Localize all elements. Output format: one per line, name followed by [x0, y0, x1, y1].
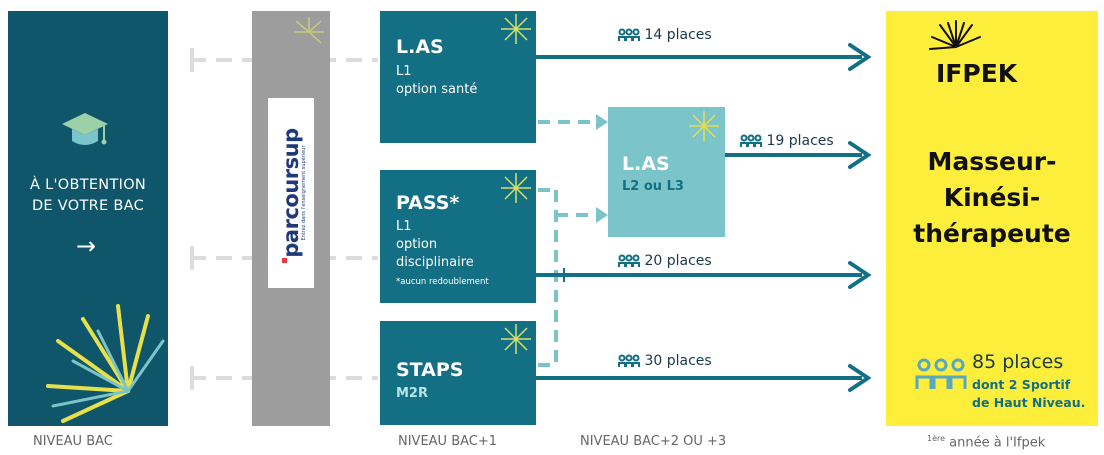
ifpek-detail-1: dont 2 Sportif	[972, 377, 1071, 392]
pass-title: PASS*	[396, 192, 460, 214]
flow-pass-label: 20 places	[618, 253, 712, 269]
ifpek-places: 85 places	[972, 351, 1064, 373]
label-ifpek-year: 1ère année à l'Ifpek	[927, 434, 1045, 450]
staps-title: STAPS	[396, 359, 464, 381]
pass-level: L1	[396, 219, 412, 234]
label-ifpek-year-text: année à l'Ifpek	[945, 435, 1046, 451]
pass-note: *aucun redoublement	[396, 277, 489, 287]
flow-staps-label: 30 places	[618, 353, 712, 369]
las-l2-level: L2 ou L3	[622, 179, 684, 194]
las-l2-box: L.AS L2 ou L3	[608, 107, 725, 237]
bac-heading: À L'OBTENTION DE VOTRE BAC	[8, 175, 168, 217]
ifpek-title-1: Masseur-	[927, 147, 1057, 176]
parcoursup-dot	[282, 258, 287, 263]
las-l1-option: option santé	[396, 82, 478, 97]
ifpek-detail-2: de Haut Niveau.	[972, 395, 1086, 410]
parcoursup-logo: parcoursup Entrez dans l'enseignement su…	[268, 98, 314, 288]
flow-pass-places: 20 places	[644, 253, 712, 269]
label-niveau-bac: NIVEAU BAC	[33, 434, 113, 449]
flow-las-places: 14 places	[644, 27, 712, 43]
people-icon	[618, 28, 640, 41]
sunburst-small-icon	[501, 14, 531, 44]
arrow-right-icon: →	[76, 232, 97, 260]
sunburst-icon	[46, 304, 165, 423]
staps-level: M2R	[396, 386, 428, 401]
label-niveau-bac23: NIVEAU BAC+2 OU +3	[580, 434, 727, 449]
flow-las2-label: 19 places	[740, 133, 834, 149]
sunburst-small-icon	[689, 111, 719, 141]
sunburst-small-icon	[501, 324, 531, 354]
sunburst-small-icon	[501, 173, 531, 203]
label-niveau-bac1: NIVEAU BAC+1	[398, 434, 498, 449]
las-l1-level: L1	[396, 64, 412, 79]
people-icon	[915, 358, 967, 389]
people-icon	[618, 254, 640, 267]
label-ifpek-year-sup: 1ère	[927, 434, 946, 443]
people-icon	[618, 354, 640, 367]
ifpek-title-2: Kinési-	[943, 183, 1041, 212]
flow-las2-places: 19 places	[766, 133, 834, 149]
las-l1-title: L.AS	[396, 36, 444, 58]
staps-box: STAPS M2R	[380, 321, 536, 425]
bac-panel: À L'OBTENTION DE VOTRE BAC →	[8, 11, 168, 426]
people-icon	[740, 134, 762, 147]
sunburst-small-icon	[294, 17, 324, 44]
ifpek-title: Masseur- Kinési- thérapeute	[886, 144, 1098, 252]
bac-line-1: À L'OBTENTION	[29, 177, 147, 193]
pass-box: PASS* L1 option disciplinaire *aucun red…	[380, 170, 536, 303]
las-l1-box: L.AS L1 option santé	[380, 11, 536, 143]
pass-discipline: disciplinaire	[396, 255, 474, 270]
flow-las-label: 14 places	[618, 27, 712, 43]
flow-staps-places: 30 places	[644, 353, 712, 369]
parcoursup-label: parcoursup	[279, 128, 303, 258]
parcoursup-tagline: Entrez dans l'enseignement supérieur	[301, 145, 307, 241]
bac-line-2: DE VOTRE BAC	[31, 198, 145, 214]
pass-option: option	[396, 237, 438, 252]
ifpek-logo-sunburst-icon	[929, 20, 981, 50]
ifpek-panel: IFPEK Masseur- Kinési- thérapeute 85 pla…	[886, 11, 1098, 426]
ifpek-title-3: thérapeute	[913, 219, 1071, 248]
las-l2-title: L.AS	[622, 153, 670, 175]
ifpek-logo: IFPEK	[936, 59, 1018, 88]
graduation-cap-icon	[62, 113, 108, 145]
